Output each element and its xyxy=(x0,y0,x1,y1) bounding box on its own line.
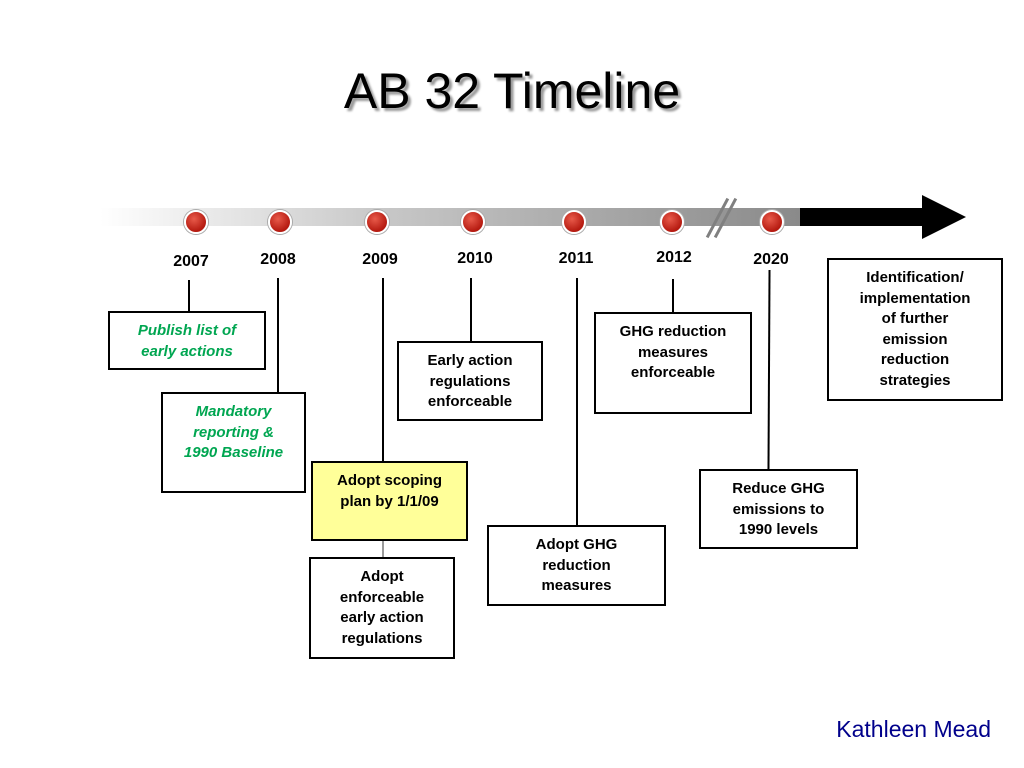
timeline-arrow-head xyxy=(922,195,966,239)
year-label-2020: 2020 xyxy=(753,251,789,268)
box-early-action-enforceable: Early action regulations enforceable xyxy=(397,341,543,421)
milestone-dot-2012 xyxy=(660,210,684,234)
milestone-dot-2007 xyxy=(184,210,208,234)
box-ghg-measures-enforceable: GHG reduction measures enforceable xyxy=(594,312,752,414)
author-name: Kathleen Mead xyxy=(836,716,991,742)
box-adopt-enforceable-regulations: Adopt enforceable early action regulatio… xyxy=(309,557,455,659)
year-label-2011: 2011 xyxy=(558,250,594,267)
box-identification-strategies: Identification/ implementation of furthe… xyxy=(827,258,1003,401)
year-label-2012: 2012 xyxy=(656,249,692,266)
box-mandatory-reporting: Mandatory reporting & 1990 Baseline xyxy=(161,392,306,493)
connector-line-2009-lower xyxy=(382,540,384,557)
connector-line-2011 xyxy=(576,278,578,525)
year-label-2007: 2007 xyxy=(173,253,209,270)
milestone-dot-2010 xyxy=(461,210,485,234)
box-adopt-ghg-measures: Adopt GHG reduction measures xyxy=(487,525,666,606)
connector-line-2012 xyxy=(672,279,674,312)
timeline-arrow-shaft xyxy=(800,208,924,226)
milestone-dot-2008 xyxy=(268,210,292,234)
year-label-2008: 2008 xyxy=(260,251,296,268)
milestone-dot-2020 xyxy=(760,210,784,234)
connector-line-2007 xyxy=(188,280,190,311)
year-label-2010: 2010 xyxy=(457,250,493,267)
year-label-2009: 2009 xyxy=(362,251,398,268)
box-reduce-ghg-emissions: Reduce GHG emissions to 1990 levels xyxy=(699,469,858,549)
page-title: AB 32 Timeline xyxy=(343,63,681,119)
milestone-dot-2009 xyxy=(365,210,389,234)
connector-line-2008 xyxy=(277,278,279,392)
milestone-dot-2011 xyxy=(562,210,586,234)
box-publish-early-actions: Publish list of early actions xyxy=(108,311,266,370)
connector-line-2020 xyxy=(767,269,771,470)
box-adopt-scoping-plan: Adopt scoping plan by 1/1/09 xyxy=(311,461,468,541)
connector-line-2009 xyxy=(382,278,384,461)
connector-line-2010 xyxy=(470,278,472,341)
